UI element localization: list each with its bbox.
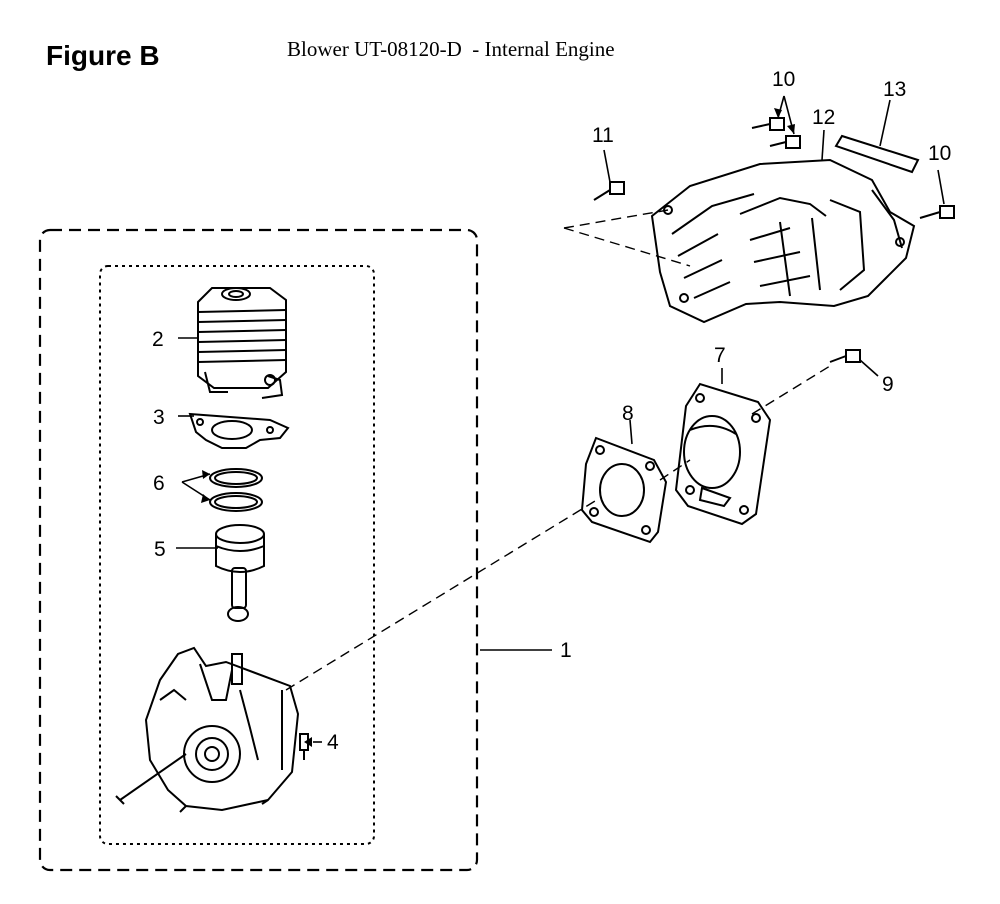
piston-part — [215, 524, 265, 622]
callout-10-right: 10 — [928, 142, 951, 165]
cylinder-gasket-part — [188, 412, 290, 449]
alignment-lines — [285, 209, 831, 691]
callout-9: 9 — [882, 373, 894, 396]
diagram-title: Blower UT-08120-D - Internal Engine — [287, 37, 615, 61]
callout-8: 8 — [622, 402, 634, 425]
muffler-part — [674, 382, 772, 526]
arrowheads — [201, 108, 795, 747]
small-bolt-part — [299, 733, 309, 760]
callout-6: 6 — [153, 472, 165, 495]
callout-4: 4 — [327, 731, 339, 754]
callout-11: 11 — [592, 124, 614, 147]
muffler-gasket-part — [580, 436, 668, 544]
piston-rings-part — [209, 468, 263, 512]
callout-10-top: 10 — [772, 68, 795, 91]
shroud-screws — [593, 117, 955, 219]
callout-1: 1 — [560, 639, 572, 662]
assembly-inner-box — [99, 265, 375, 845]
callout-5: 5 — [154, 538, 166, 561]
callout-2: 2 — [152, 328, 164, 351]
crankcase-part — [115, 646, 300, 813]
muffler-bolt-part — [829, 349, 861, 363]
callout-12: 12 — [812, 106, 835, 129]
label-plate-part — [834, 134, 920, 174]
callout-numbers: 1 2 3 4 5 6 7 8 9 10 10 11 12 13 — [152, 68, 951, 754]
cylinder-part — [197, 287, 287, 399]
callout-7: 7 — [714, 344, 726, 367]
figure-label: Figure B — [46, 40, 160, 71]
assembly-outer-box — [38, 228, 479, 872]
engine-shroud-part — [650, 158, 916, 324]
callout-13: 13 — [883, 78, 906, 101]
callout-3: 3 — [153, 406, 165, 429]
